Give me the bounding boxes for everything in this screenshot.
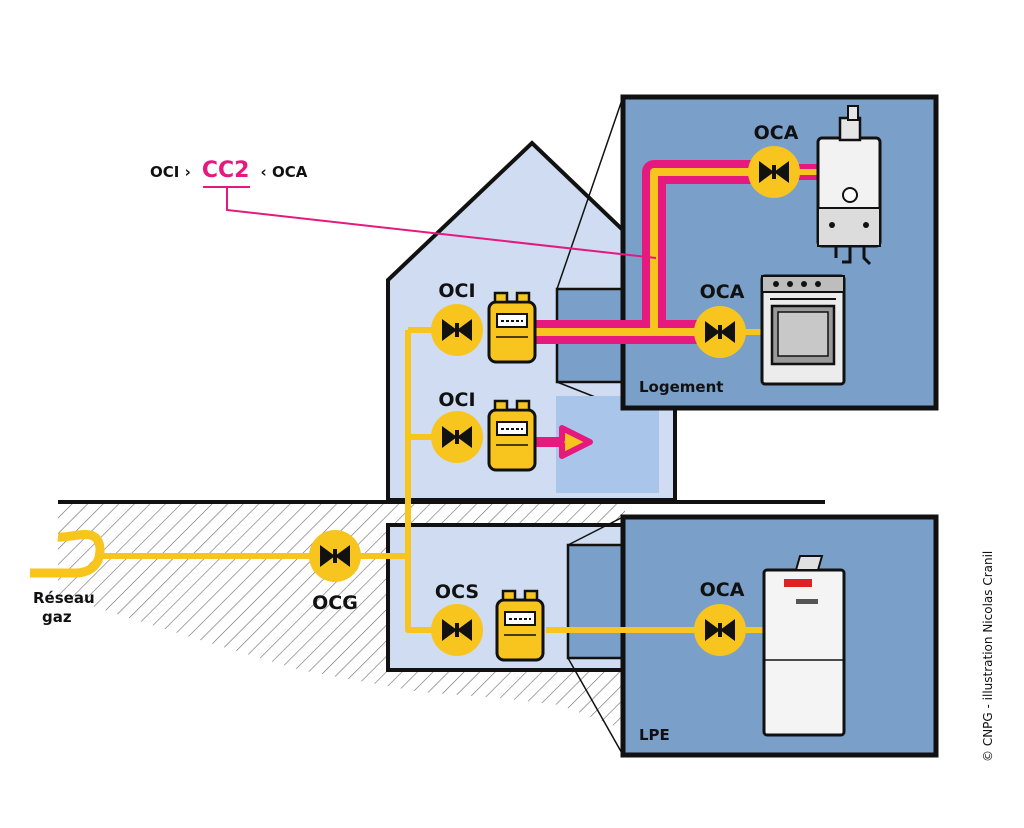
valve-icon <box>309 530 361 582</box>
basement-window <box>566 543 625 660</box>
label-ocs: OCS <box>435 581 479 603</box>
label-ocg: OCG <box>312 592 358 614</box>
cc2-pipes <box>530 160 820 344</box>
room-label-logement: Logement <box>639 378 723 396</box>
formula-right: ‹ OCA <box>261 163 308 181</box>
formula-cc2: CC2 <box>202 158 250 183</box>
cc2-formula: OCI › CC2 ‹ OCA <box>150 158 308 183</box>
valve-icon <box>694 604 746 656</box>
cc2-pointer-line <box>226 188 657 259</box>
credit-text: © CNPG - illustration Nicolas Cranil <box>981 551 995 762</box>
label-oca-boiler: OCA <box>754 122 799 144</box>
formula-left: OCI › <box>150 163 191 181</box>
label-oca-lpe: OCA <box>700 579 745 601</box>
gas-meter-icon <box>487 291 537 364</box>
valve-icon <box>431 411 483 463</box>
valve-icon <box>431 304 483 356</box>
gas-meter-icon <box>487 399 537 472</box>
valve-icon <box>694 306 746 358</box>
zoom-line <box>556 96 624 290</box>
boiler-icon <box>816 105 882 266</box>
valve-icon <box>431 604 483 656</box>
room-label-lpe: LPE <box>639 726 670 744</box>
label-oca-stove: OCA <box>700 281 745 303</box>
valve-icon <box>748 146 800 198</box>
zoom-line <box>567 657 624 756</box>
gas-pipes <box>30 327 765 633</box>
label-oci-mid: OCI <box>438 389 475 411</box>
floor-boiler-icon <box>762 555 846 737</box>
zoom-line <box>567 516 624 546</box>
network-label-line2: gaz <box>42 608 72 626</box>
label-oci-top: OCI <box>438 280 475 302</box>
gas-meter-icon <box>495 589 545 662</box>
network-label-line1: Réseau <box>33 589 95 607</box>
stove-icon <box>760 274 846 386</box>
